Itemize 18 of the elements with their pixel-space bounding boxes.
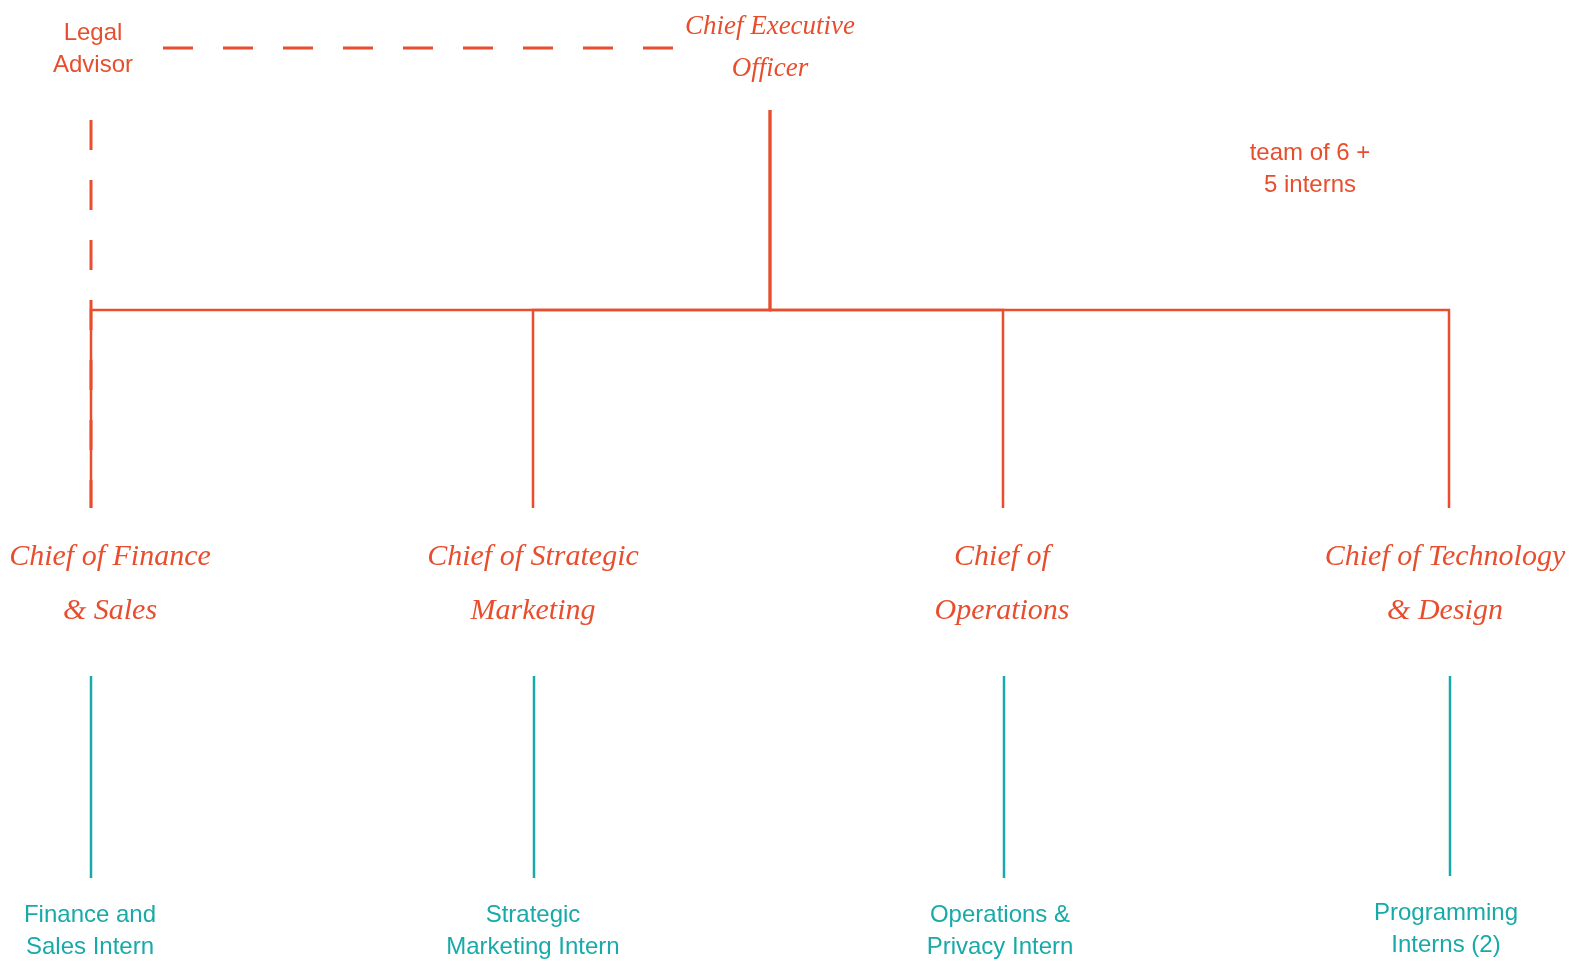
team-note: team of 6 + 5 interns <box>1248 137 1372 199</box>
connector-line <box>1448 676 1452 876</box>
role-text: Chief Executive Officer <box>675 4 865 88</box>
role-text: Chief of Strategic Marketing <box>408 528 658 636</box>
connector-line <box>532 676 536 878</box>
role-text: Chief of Operations <box>927 528 1077 636</box>
connector-line <box>89 676 93 878</box>
role-text: Operations & Privacy Intern <box>900 898 1100 962</box>
connector-line <box>1002 676 1006 878</box>
role-text: Strategic Marketing Intern <box>433 898 633 962</box>
role-text: Programming Interns (2) <box>1346 896 1546 960</box>
role-text: Chief of Finance & Sales <box>0 528 220 636</box>
role-text: Finance and Sales Intern <box>10 898 170 962</box>
role-text: Legal Advisor <box>23 16 163 80</box>
connector-line <box>768 110 1451 508</box>
dashed-connector <box>89 120 93 508</box>
dashed-connector <box>163 46 675 50</box>
role-text: Chief of Technology & Design <box>1314 528 1576 636</box>
